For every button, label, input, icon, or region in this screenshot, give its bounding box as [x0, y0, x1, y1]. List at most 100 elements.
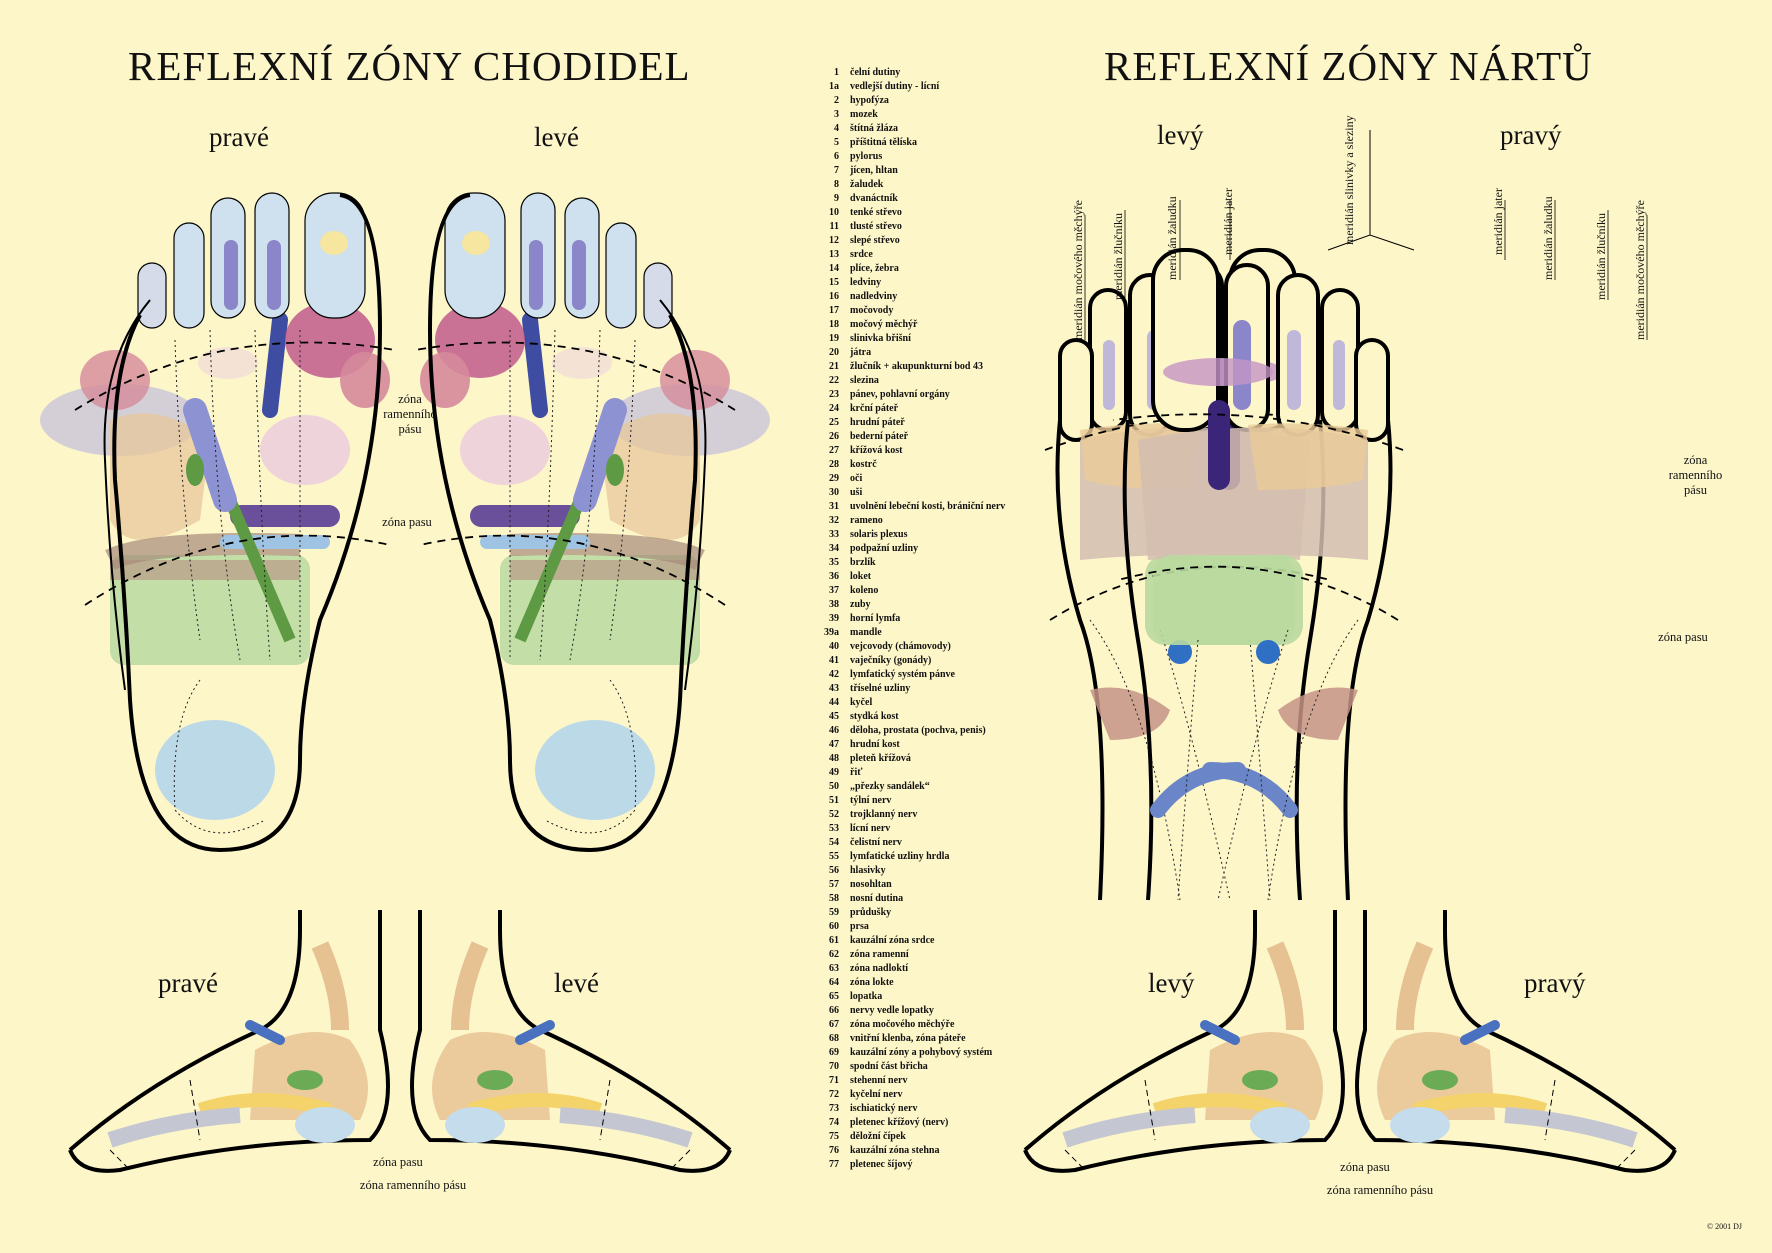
- legend-number: 1: [834, 67, 839, 78]
- legend-number: 76: [829, 1145, 839, 1156]
- meridian-label-liver-right: meridián jater: [1491, 188, 1505, 255]
- legend-number: 30: [829, 487, 839, 498]
- legend-item: 15 ledviny: [812, 276, 1042, 290]
- legend-number: 3: [834, 109, 839, 120]
- zone-label-waist-top: zóna pasu: [1658, 630, 1708, 644]
- legend-number: 25: [829, 417, 839, 428]
- legend-text: mandle: [850, 627, 882, 638]
- legend-item: 50„přezky sandálek“: [812, 780, 1042, 794]
- legend-text: děložní čípek: [850, 1131, 906, 1142]
- legend-number: 26: [829, 431, 839, 442]
- title-soles: REFLEXNÍ ZÓNY CHODIDEL: [128, 43, 691, 89]
- legend-number: 31: [829, 501, 839, 512]
- zone-label-shoulder-side: zóna ramenního pásu: [359, 1178, 467, 1192]
- legend-number: 35: [829, 557, 839, 568]
- legend-number: 32: [829, 515, 839, 526]
- legend-number: 56: [829, 865, 839, 876]
- legend-number: 57: [829, 879, 839, 890]
- legend-number: 45: [829, 711, 839, 722]
- legend-number: 37: [829, 585, 839, 596]
- zone-label-shoulder-top: zóna ramenního pásu: [1668, 453, 1723, 497]
- legend-text: ledviny: [850, 277, 882, 288]
- legend-text: vedlejší dutiny - lícní: [850, 81, 940, 92]
- legend-text: solaris plexus: [850, 529, 908, 540]
- legend-number: 8: [834, 179, 839, 190]
- legend-number: 66: [829, 1005, 839, 1016]
- legend-text: vnitřní klenba, zóna páteře: [850, 1033, 966, 1044]
- legend-text: horní lymfa: [850, 613, 901, 624]
- legend-number: 73: [829, 1103, 839, 1114]
- legend-text: nosní dutina: [850, 893, 904, 904]
- legend-text: „přezky sandálek“: [850, 781, 930, 792]
- legend-text: kauzální zóna stehna: [850, 1145, 940, 1156]
- legend-number: 51: [829, 795, 839, 806]
- legend-number: 49: [829, 767, 839, 778]
- legend-text: srdce: [850, 249, 873, 260]
- legend-number: 39: [829, 613, 839, 624]
- meridian-label-spleen: meridián slinivky a sleziny: [1342, 115, 1356, 245]
- legend-number: 18: [829, 319, 839, 330]
- legend-text: kauzální zóna srdce: [850, 935, 935, 946]
- legend-item: 31 uvolnění lebeční kosti, brániční nerv: [812, 500, 1042, 514]
- legend-text: hrudní páteř: [850, 417, 905, 428]
- legend-text: nosohltan: [850, 879, 892, 890]
- legend-text: žaludek: [850, 179, 884, 190]
- legend-text: brzlík: [850, 557, 876, 568]
- legend-text: kostrč: [850, 459, 877, 470]
- label-left-side: levé: [554, 968, 599, 998]
- legend-text: pletenec křížový (nerv): [850, 1117, 949, 1128]
- legend-text: uvolnění lebeční kosti, brániční nerv: [850, 501, 1006, 512]
- legend-number: 58: [829, 893, 839, 904]
- meridian-label-gallbladder-right: meridián žlučníku: [1594, 213, 1608, 300]
- legend-number: 67: [829, 1019, 839, 1030]
- legend-text: vejcovody (chámovody): [850, 641, 951, 652]
- legend-text: lymfatické uzliny hrdla: [850, 851, 950, 862]
- legend-number: 44: [829, 697, 839, 708]
- legend-number: 43: [829, 683, 839, 694]
- legend-text: průdušky: [850, 907, 892, 918]
- legend-item: 39a mandle: [812, 626, 1042, 640]
- legend-text: játra: [850, 347, 872, 358]
- legend-text: děloha, prostata (pochva, penis): [850, 725, 986, 736]
- copyright: © 2001 DJ: [1707, 1222, 1742, 1231]
- legend-number: 74: [829, 1117, 839, 1128]
- legend-text: slinivka břišní: [850, 333, 911, 344]
- legend-number: 39a: [824, 627, 839, 638]
- legend-number: 15: [829, 277, 839, 288]
- meridian-label-stomach-left: meridián žaludku: [1165, 196, 1179, 280]
- legend-item: 74 pletenec křížový (nerv): [812, 1116, 1042, 1130]
- legend-text: tenké střevo: [850, 207, 902, 218]
- legend-text: lymfatický systém pánve: [850, 669, 955, 680]
- legend-item: 76 kauzální zóna stehna: [812, 1144, 1042, 1158]
- meridian-label-bladder-left: meridián močového měchýře: [1071, 200, 1085, 340]
- legend-text: hlasivky: [850, 865, 886, 876]
- legend-text: kauzální zóny a pohybový systém: [850, 1047, 993, 1058]
- legend-number: 75: [829, 1131, 839, 1142]
- legend-text: lopatka: [850, 991, 883, 1002]
- legend-number: 23: [829, 389, 839, 400]
- label-right-top: pravý: [1500, 120, 1562, 150]
- legend-text: vaječníky (gonády): [850, 655, 932, 666]
- legend-number: 7: [834, 165, 839, 176]
- legend-number: 29: [829, 473, 839, 484]
